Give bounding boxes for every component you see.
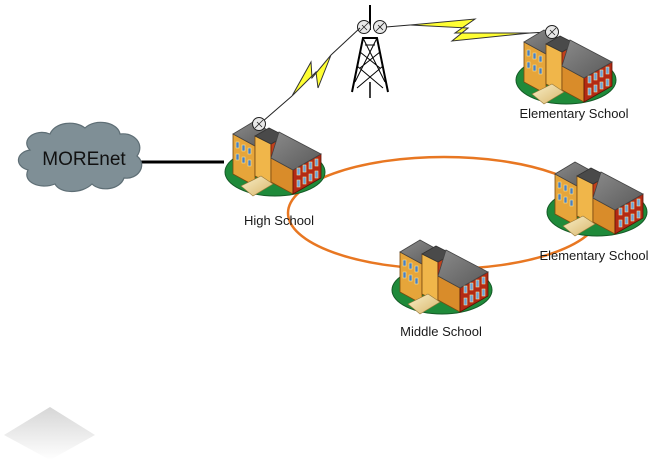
node-label-elementary-school-wireless: Elementary School xyxy=(519,106,629,121)
middle-school-building[interactable] xyxy=(391,239,493,315)
node-label-middle-school: Middle School xyxy=(400,324,482,339)
node-label-high-school: High School xyxy=(243,213,315,228)
morenet-cloud[interactable] xyxy=(17,121,143,193)
high-school-building[interactable] xyxy=(224,117,326,197)
background-shape xyxy=(4,407,95,460)
wireless-link-tower-es xyxy=(385,18,549,42)
cloud-label: MOREnet xyxy=(42,149,126,170)
elementary-school-wireless-building[interactable] xyxy=(515,25,617,105)
elementary-school-ring-building[interactable] xyxy=(546,161,648,237)
radio-tower-icon[interactable] xyxy=(351,5,389,98)
wireless-link-hs-tower xyxy=(261,27,361,123)
node-label-elementary-school-ring: Elementary School xyxy=(539,248,649,263)
